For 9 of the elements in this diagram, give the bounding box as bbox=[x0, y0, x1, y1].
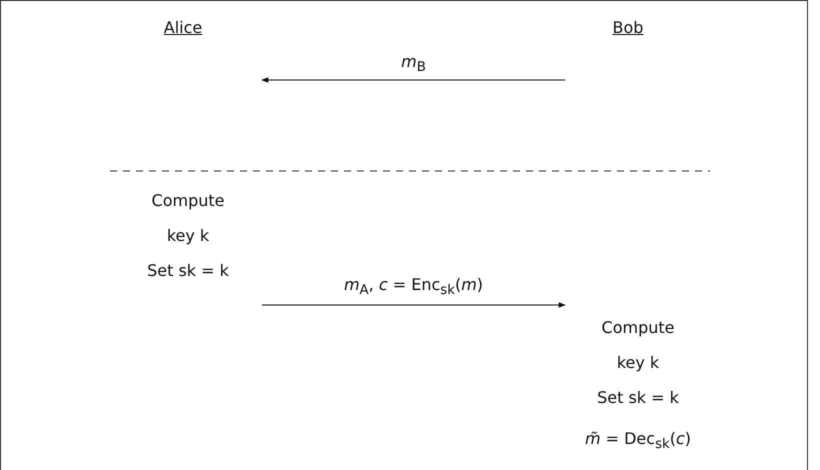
step-text: m̃ = Dec$_{sk}$(c) bbox=[584, 428, 692, 454]
arrow bbox=[261, 77, 566, 83]
arrow bbox=[262, 302, 566, 308]
step-text: Set sk = k bbox=[146, 260, 230, 282]
party-name: Bob bbox=[612, 18, 644, 37]
step-text: Compute key k bbox=[600, 317, 676, 374]
step-text: Set sk = k bbox=[596, 387, 680, 409]
step-text: Compute key k bbox=[150, 190, 226, 247]
party-name: Alice bbox=[164, 18, 202, 37]
